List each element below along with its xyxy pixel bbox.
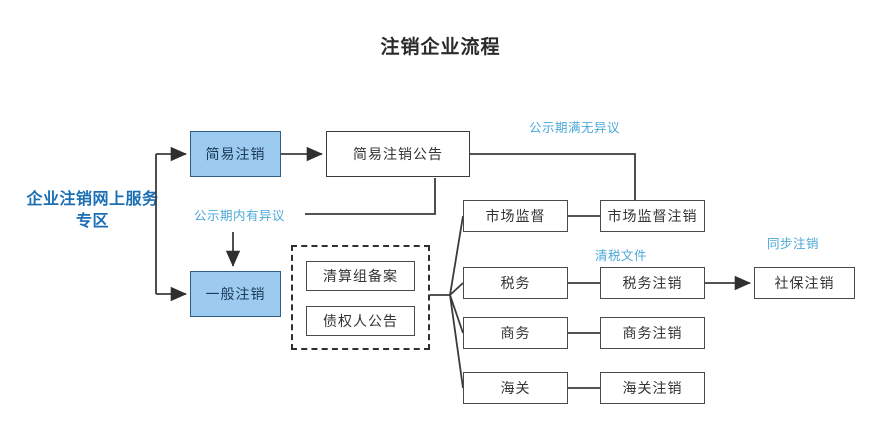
node-general-cancel[interactable]: 一般注销 — [190, 271, 281, 317]
edge-label-public-period-objection: 公示期内有异议 — [194, 208, 286, 223]
node-simple-cancel[interactable]: 简易注销 — [190, 131, 281, 177]
node-social-security-cancel[interactable]: 社保注销 — [754, 267, 855, 299]
page-title: 注销企业流程 — [380, 36, 501, 58]
edge-label-tax-clearance-document: 清税文件 — [595, 248, 648, 263]
edge-label-synchronized-cancellation: 同步注销 — [767, 236, 820, 251]
node-simple-notice[interactable]: 简易注销公告 — [326, 131, 470, 177]
node-tax-cancel[interactable]: 税务注销 — [600, 267, 705, 299]
general-cancel-steps-group — [291, 245, 430, 350]
node-commerce-cancel[interactable]: 商务注销 — [600, 317, 705, 349]
node-market-supervision[interactable]: 市场监督 — [463, 200, 568, 232]
node-commerce[interactable]: 商务 — [463, 317, 568, 349]
entry-point-label: 企业注销网上服务专区 — [26, 189, 159, 230]
node-liquidation-filing[interactable]: 清算组备案 — [306, 261, 415, 291]
node-customs-cancel[interactable]: 海关注销 — [600, 372, 705, 404]
node-market-supervision-cancel[interactable]: 市场监督注销 — [600, 200, 705, 232]
node-customs[interactable]: 海关 — [463, 372, 568, 404]
edge-label-public-period-expired-no-objection: 公示期满无异议 — [529, 120, 621, 135]
node-tax[interactable]: 税务 — [463, 267, 568, 299]
node-creditor-notice[interactable]: 债权人公告 — [306, 306, 415, 336]
